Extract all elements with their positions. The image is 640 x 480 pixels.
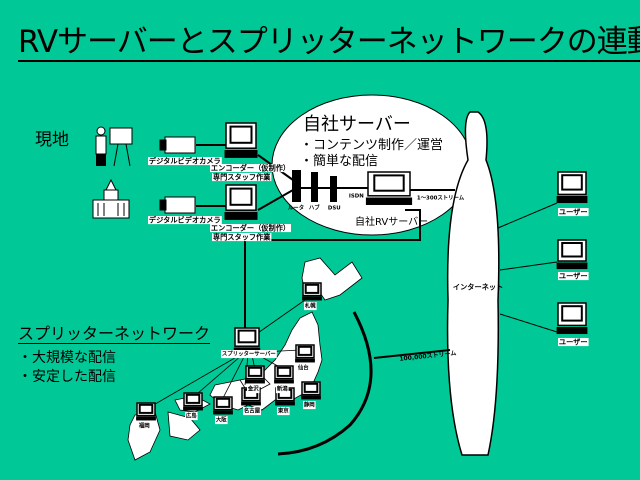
city-label: 新潟: [276, 385, 289, 394]
city-label: 名古屋: [243, 407, 262, 416]
user-computer: [556, 239, 588, 270]
slide-title: RVサーバーとスプリッターネットワークの連動: [18, 24, 640, 62]
encoder-computer: [224, 184, 258, 220]
city-label: 札幌: [304, 302, 317, 311]
city-label: 仙台: [297, 364, 310, 373]
city-label: 広島: [185, 412, 198, 421]
encoder-computer: [224, 122, 258, 158]
encoder-label: 専門スタッフ作業: [212, 233, 272, 242]
user-label: ユーザー: [558, 338, 589, 347]
encoder-label: エンコーダー（仮制作）: [210, 164, 291, 173]
city-label: 大阪: [215, 416, 228, 425]
city-computer: [183, 392, 203, 411]
city-computer: [245, 365, 265, 384]
splitter-coverage-arc: [277, 311, 373, 456]
user-label: ユーザー: [558, 208, 589, 217]
splitter-bullet: ・大規模な配信: [18, 350, 116, 366]
internet-label: インターネット: [452, 283, 504, 292]
splitter-bullet: ・安定した配信: [18, 369, 116, 385]
city-computer: [274, 365, 294, 384]
rv-server-label: 自社RVサーバー: [355, 217, 429, 228]
server-title: 自社サーバー: [303, 114, 411, 135]
city-computer: [295, 344, 315, 363]
city-label: 静岡: [303, 401, 316, 410]
parliament-building-icon: [92, 178, 130, 219]
encoder-label: 専門スタッフ作業: [212, 173, 272, 182]
city-computer: [213, 396, 233, 415]
equipment-label: ルータ: [287, 204, 305, 212]
isdn-label: ISDN: [348, 192, 364, 200]
stream-count-label: 1～300ストリーム: [416, 194, 465, 202]
presenter-icon: [95, 126, 133, 167]
user-computer: [556, 171, 588, 204]
server-bullet: ・簡単な配信: [300, 154, 379, 169]
server-bullet: ・コンテンツ制作／運営: [300, 138, 444, 153]
site-label: 現地: [35, 130, 69, 150]
splitter-hub-label: スプリッターサーバー: [221, 350, 277, 359]
city-label: 金沢: [247, 385, 260, 394]
splitter-title: スプリッターネットワーク: [18, 324, 211, 344]
city-computer: [301, 381, 321, 400]
network-equipment: [292, 170, 337, 202]
city-computer: [302, 282, 322, 301]
video-camera-icon: [159, 136, 196, 214]
equipment-label: DSU: [327, 204, 341, 212]
rv-server-computer: [365, 171, 413, 205]
camera-label: デジタルビデオカメラ: [148, 216, 222, 225]
encoder-label: エンコーダー（仮制作）: [210, 224, 291, 233]
city-label: 福岡: [138, 422, 151, 431]
internet-cloud: [446, 111, 500, 456]
user-label: ユーザー: [558, 272, 589, 281]
camera-label: デジタルビデオカメラ: [148, 157, 222, 166]
user-computer: [556, 302, 588, 335]
equipment-label: ハブ: [308, 204, 320, 212]
city-label: 東京: [277, 407, 290, 416]
city-computer: [136, 402, 156, 421]
